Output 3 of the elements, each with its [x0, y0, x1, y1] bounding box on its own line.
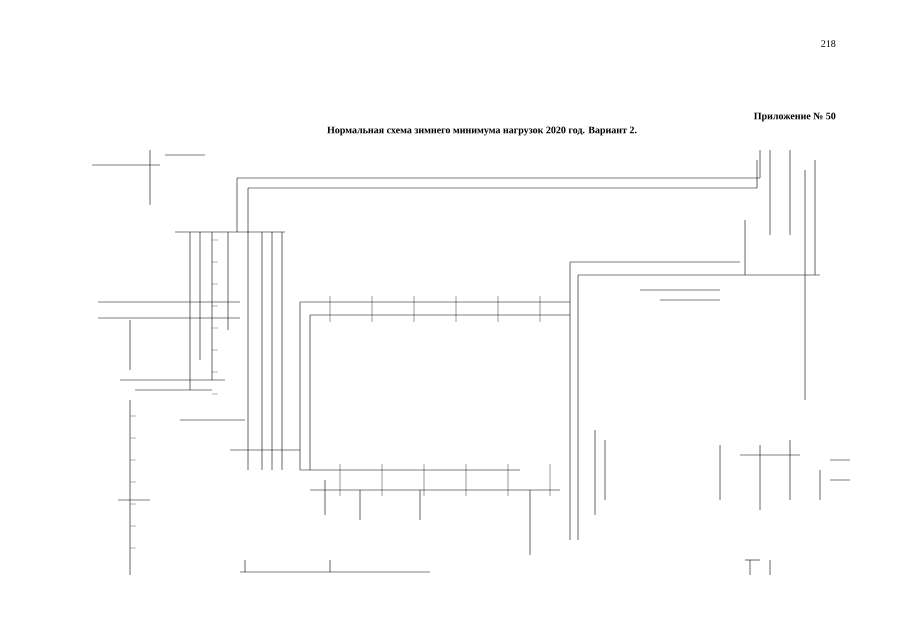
page-number: 218 — [821, 40, 836, 47]
title: Нормальная схема зимнего минимума нагрузок 2020 год. Вариант 2. — [327, 126, 636, 136]
appendix-label: Приложение № 50 — [754, 112, 836, 122]
